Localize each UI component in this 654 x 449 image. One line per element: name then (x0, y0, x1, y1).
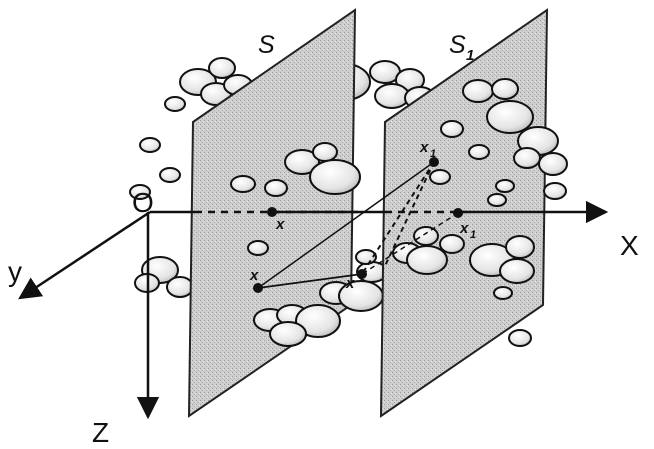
point-x-on-axis (267, 207, 277, 217)
label-origin: O (132, 187, 154, 218)
point-x-center (357, 269, 367, 279)
label-axis-z: Z (92, 417, 109, 444)
label-pt-x-lower: x (249, 267, 259, 284)
particle-cluster-front (392, 78, 568, 347)
dashed-x1upper-to-axis (383, 161, 435, 269)
label-plane-s1: S (449, 31, 466, 59)
label-pt-x1-axis-sub: 1 (470, 229, 476, 241)
point-x-lower (253, 283, 263, 293)
dashed-x1upper-to-xcenter (361, 161, 435, 275)
label-pt-x1-upper-sub: 1 (430, 148, 436, 160)
label-plane-s1-sub: 1 (466, 47, 474, 64)
label-pt-x1-axis: x (459, 220, 469, 237)
particle-cluster-middle (230, 142, 388, 347)
label-axis-x: X (620, 230, 639, 261)
dashed-x1axis-to-xcenter (361, 212, 459, 275)
line-xlower-to-x1upper (257, 161, 435, 289)
label-plane-s: S (258, 31, 275, 59)
y-axis-arrow (18, 210, 151, 300)
label-pt-x1-upper: x (419, 139, 429, 156)
label-axis-y: y (8, 256, 22, 287)
point-x1-upper (429, 157, 439, 167)
label-pt-x-axis: x (275, 216, 285, 233)
label-pt-x-center: x (345, 275, 355, 292)
line-xlower-to-xcenter (257, 273, 363, 289)
point-x1-on-axis (453, 208, 463, 218)
